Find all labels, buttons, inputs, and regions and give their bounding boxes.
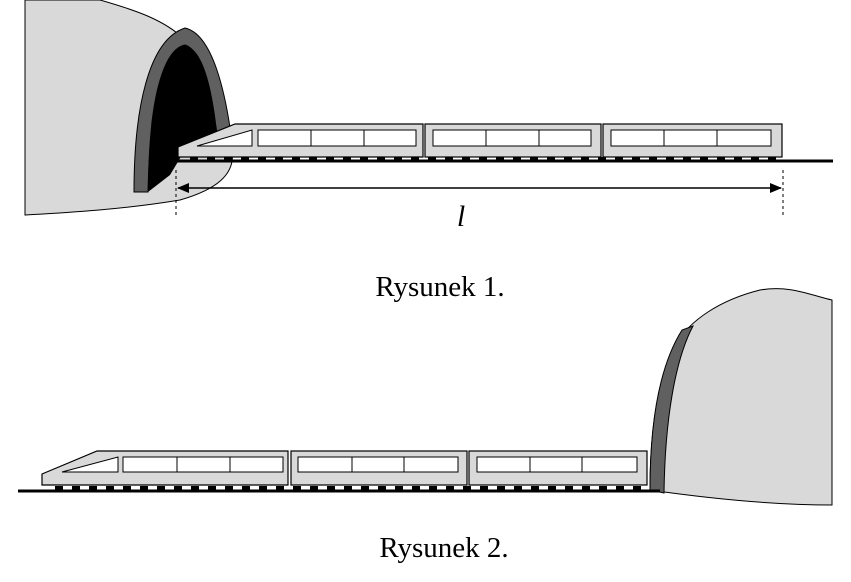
window-strip-1b — [432, 129, 592, 147]
hill-2 — [649, 288, 833, 506]
window-strip-1c — [610, 129, 772, 147]
tunnel-rim-2 — [649, 325, 695, 494]
caption-1: Rysunek 1. — [375, 271, 504, 303]
figure-1: l Rysunek 1. — [24, 0, 833, 303]
window-strip-2a — [122, 456, 284, 473]
window-strip-1a — [257, 129, 417, 147]
window-strip-2c — [476, 456, 638, 473]
cab-window-2 — [61, 456, 119, 473]
window-strip-2b — [297, 456, 459, 473]
cab-window-1 — [196, 129, 253, 147]
train-2 — [41, 450, 648, 490]
figure-2: Rysunek 2. — [18, 288, 833, 564]
tunnel-opening-1 — [148, 45, 219, 192]
train-1 — [177, 123, 783, 161]
caption-2: Rysunek 2. — [379, 532, 508, 564]
length-label: l — [457, 200, 465, 233]
